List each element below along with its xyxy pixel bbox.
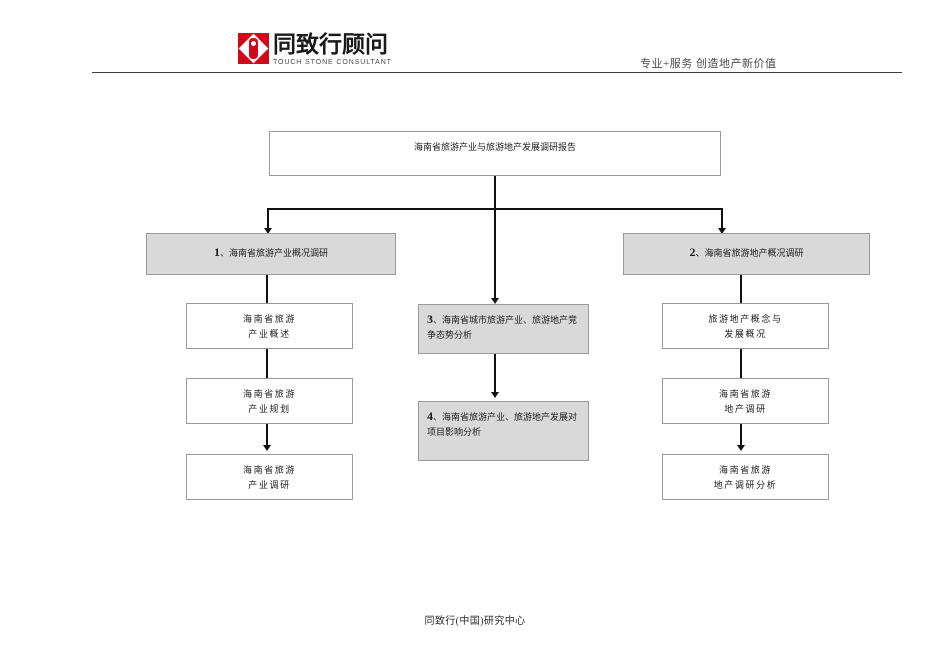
flow-node-b1-child-2-line1: 海南省旅游 [242, 389, 296, 399]
connector-to-branch-1 [267, 208, 269, 230]
logo-dot-shape [251, 41, 256, 46]
flow-node-b1-child-3: 海南省旅游 产业调研 [186, 454, 353, 500]
flow-node-branch-2-separator: 、 [695, 248, 705, 258]
connector-root-trunk [494, 176, 496, 210]
flow-node-b2-child-2-line1: 海南省旅游 [718, 389, 772, 399]
flow-node-center-3: 3、海南省城市旅游产业、旅游地产竞争态势分析 [418, 304, 589, 354]
header-slogan: 专业+服务 创造地产新价值 [640, 58, 777, 70]
flow-node-b2-child-1-line2: 发展概况 [724, 329, 767, 339]
logo-pill-shape [249, 38, 258, 59]
arrowhead-to-branch-2 [718, 228, 726, 234]
arrowhead-to-node-3 [491, 298, 499, 304]
flow-node-b2-child-1: 旅游地产概念与 发展概况 [662, 303, 829, 349]
page-footer: 同致行(中国)研究中心 [424, 616, 526, 627]
connector-b2-c2-to-c3 [740, 424, 742, 447]
flow-node-branch-2: 2、海南省旅游地产概况调研 [623, 233, 870, 275]
connector-b2-to-c1 [740, 275, 742, 303]
connector-c1-to-c2 [266, 349, 268, 378]
flow-node-center-3-label: 海南省城市旅游产业、旅游地产竞争态势分析 [427, 315, 578, 340]
flow-node-b1-child-3-line1: 海南省旅游 [242, 465, 296, 475]
flow-node-b1-child-1-line2: 产业概述 [248, 329, 291, 339]
flow-node-center-4-separator: 、 [433, 412, 443, 422]
arrowhead-to-branch-1 [264, 228, 272, 234]
flow-node-branch-2-label: 海南省旅游地产概况调研 [704, 248, 804, 258]
flow-node-branch-2-number: 2 [689, 245, 696, 259]
flow-node-b2-child-3: 海南省旅游 地产调研分析 [662, 454, 829, 500]
company-logo: 同致行顾问 TOUCH STONE CONSULTANT [238, 33, 392, 67]
flow-node-b1-child-1-line1: 海南省旅游 [242, 314, 296, 324]
connector-to-branch-2 [721, 208, 723, 230]
flow-node-b2-child-3-line1: 海南省旅游 [718, 465, 772, 475]
flow-node-branch-1-number: 1 [213, 245, 220, 259]
flow-node-center-4-number: 4 [427, 409, 433, 423]
header-divider [92, 72, 902, 73]
arrowhead-b2-child-3 [737, 445, 745, 451]
flow-node-center-3-number: 3 [427, 312, 433, 326]
touchstone-logo-icon [238, 33, 269, 64]
page-header: 同致行顾问 TOUCH STONE CONSULTANT 专业+服务 创造地产新… [0, 0, 950, 78]
connector-c2-to-c3 [266, 424, 268, 447]
flow-node-b1-child-1: 海南省旅游 产业概述 [186, 303, 353, 349]
logo-text: 同致行顾问 TOUCH STONE CONSULTANT [273, 33, 392, 67]
connector-to-node-3 [494, 208, 496, 300]
connector-b1-to-c1 [266, 275, 268, 303]
flow-node-b1-child-3-line2: 产业调研 [248, 480, 291, 490]
flow-node-root-label: 海南省旅游产业与旅游地产发展调研报告 [413, 142, 576, 152]
flow-node-center-4: 4、海南省旅游产业、旅游地产发展对项目影响分析 [418, 401, 589, 461]
logo-chinese-name: 同致行顾问 [273, 32, 388, 57]
flow-node-b1-child-2-line2: 产业规划 [248, 404, 291, 414]
logo-english-name: TOUCH STONE CONSULTANT [273, 59, 392, 66]
flow-node-branch-1: 1、海南省旅游产业概况调研 [146, 233, 396, 275]
connector-b2-c1-to-c2 [740, 349, 742, 378]
flow-node-b1-child-2: 海南省旅游 产业规划 [186, 378, 353, 424]
flow-node-b2-child-3-line2: 地产调研分析 [713, 480, 778, 490]
arrowhead-to-node-4 [491, 392, 499, 398]
connector-node3-to-node4 [494, 354, 496, 394]
flow-node-center-3-separator: 、 [433, 315, 443, 325]
flow-node-b2-child-2-line2: 地产调研 [724, 404, 767, 414]
flow-node-branch-1-separator: 、 [219, 248, 229, 258]
flow-node-branch-1-label: 海南省旅游产业概况调研 [229, 248, 329, 258]
flow-node-center-4-label: 海南省旅游产业、旅游地产发展对项目影响分析 [427, 412, 578, 437]
flow-node-b2-child-1-line1: 旅游地产概念与 [708, 314, 783, 324]
arrowhead-b1-child-3 [263, 445, 271, 451]
flow-node-root: 海南省旅游产业与旅游地产发展调研报告 [269, 131, 721, 176]
flow-node-b2-child-2: 海南省旅游 地产调研 [662, 378, 829, 424]
